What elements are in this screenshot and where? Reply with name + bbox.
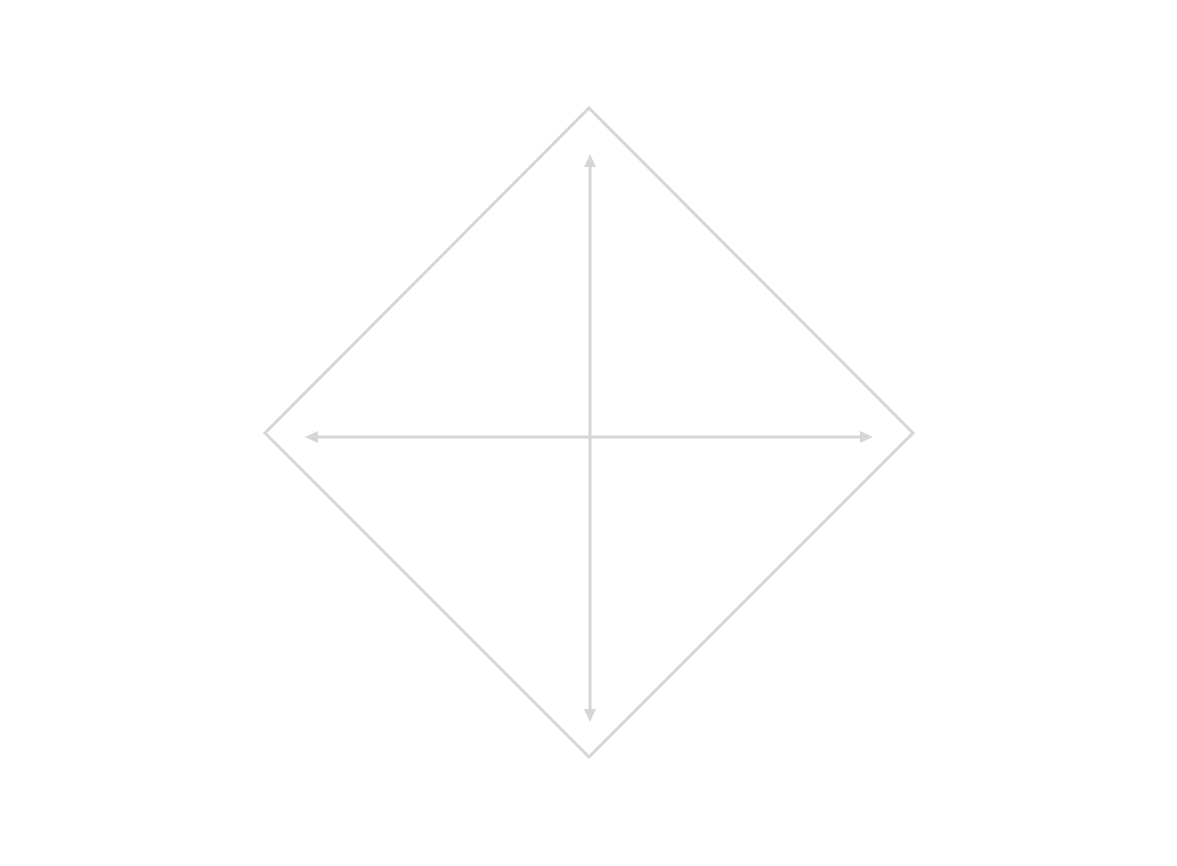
arrowhead-up bbox=[584, 154, 596, 167]
arrowhead-left bbox=[305, 431, 318, 443]
horizontal-double-arrow bbox=[305, 431, 873, 443]
arrowhead-down bbox=[584, 709, 596, 722]
arrowhead-right bbox=[860, 431, 873, 443]
diamond-shape bbox=[262, 105, 916, 760]
